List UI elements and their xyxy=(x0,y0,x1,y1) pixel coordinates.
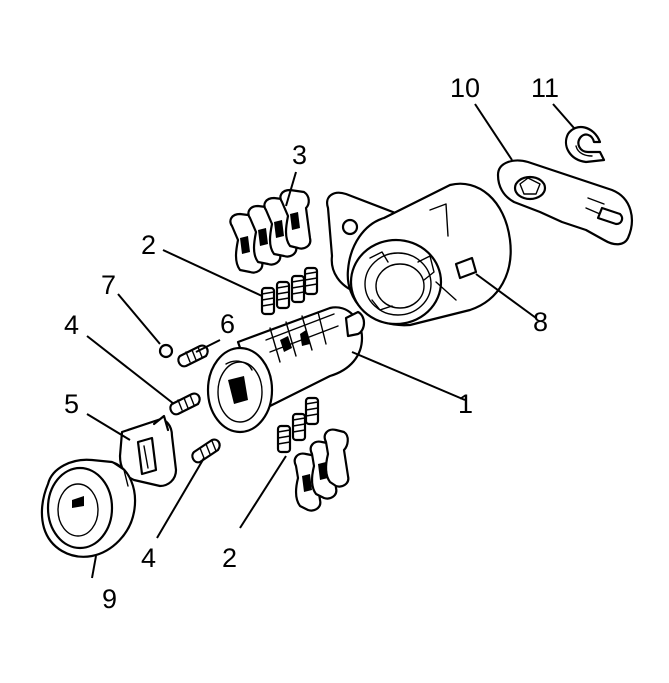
part-4-spring-lower xyxy=(191,438,221,464)
leader-4-lower xyxy=(156,457,205,539)
callout-7: 7 xyxy=(101,270,116,300)
leader-6 xyxy=(195,339,221,353)
part-10-plate xyxy=(496,159,633,246)
leader-5 xyxy=(86,413,131,441)
leader-7 xyxy=(117,293,161,345)
tumblers-lower xyxy=(293,428,350,512)
leader-3 xyxy=(285,171,297,207)
leader-11 xyxy=(552,103,575,129)
part-2-springs-lower xyxy=(276,396,320,454)
callout-5: 5 xyxy=(64,389,79,419)
part-4-spring-upper xyxy=(169,392,201,416)
part-1-lock-cylinder xyxy=(206,306,366,434)
part-2-springs-upper xyxy=(260,266,319,316)
part-9-bezel xyxy=(40,458,137,558)
callout-4-upper: 4 xyxy=(64,310,79,340)
callout-2-lower: 2 xyxy=(222,543,237,573)
callout-2-upper: 2 xyxy=(141,230,156,260)
callout-9: 9 xyxy=(102,584,117,614)
leader-10 xyxy=(474,103,513,161)
leader-8 xyxy=(475,273,537,319)
part-11-clip xyxy=(564,125,606,164)
leader-lines xyxy=(86,103,575,579)
leader-4-upper xyxy=(86,335,175,405)
callout-11: 11 xyxy=(531,73,559,103)
callout-8: 8 xyxy=(533,307,548,337)
leader-2-lower xyxy=(239,455,287,529)
callout-4-lower: 4 xyxy=(141,543,156,573)
leader-2-upper xyxy=(162,249,263,297)
callout-6: 6 xyxy=(220,309,235,339)
part-7-ball xyxy=(158,343,174,359)
leader-1 xyxy=(351,351,466,401)
part-3-tumblers-upper xyxy=(229,188,312,274)
callout-10: 10 xyxy=(450,73,480,103)
callout-3: 3 xyxy=(292,140,307,170)
part-5-retainer xyxy=(118,414,178,488)
callout-labels: 1 2 2 3 4 4 5 6 7 8 9 10 11 xyxy=(64,73,559,614)
leader-9 xyxy=(91,555,97,579)
callout-1: 1 xyxy=(458,389,473,419)
part-8-housing xyxy=(326,182,512,327)
